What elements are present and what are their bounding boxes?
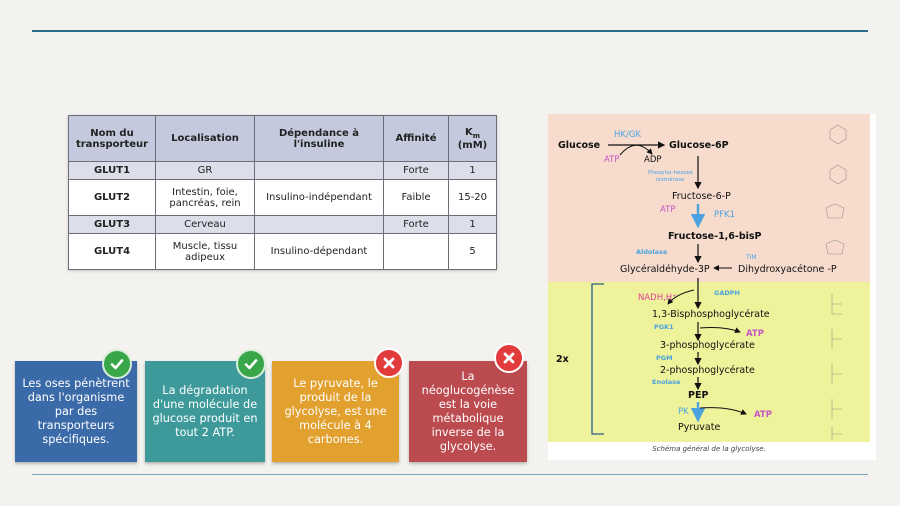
statement-text: La néoglucogénèse est la voie métaboliqu… bbox=[421, 369, 515, 453]
enzyme-gadph: GADPH bbox=[714, 289, 740, 297]
arrow-nadh bbox=[667, 289, 695, 305]
cross-icon bbox=[494, 343, 524, 373]
cell-affinity: Forte bbox=[383, 161, 449, 180]
label-multiplier: 2x bbox=[556, 354, 569, 365]
label-pyruvate: Pyruvate bbox=[678, 422, 720, 433]
cell-km: 5 bbox=[448, 233, 497, 270]
diagram-caption: Schéma général de la glycolyse. bbox=[652, 445, 766, 453]
header-name: Nom du transporteur bbox=[68, 115, 156, 162]
statement-card-4[interactable]: La néoglucogénèse est la voie métaboliqu… bbox=[409, 361, 527, 462]
top-divider bbox=[32, 30, 868, 32]
cell-affinity: Faible bbox=[383, 179, 449, 216]
cofactor-atp: ATP bbox=[746, 329, 764, 339]
enzyme-hk: HK/GK bbox=[614, 130, 641, 140]
cell-name: GLUT4 bbox=[68, 233, 156, 270]
table-row: GLUT2 Intestin, foie, pancréas, rein Ins… bbox=[68, 179, 497, 216]
cofactor-atp: ATP bbox=[660, 205, 675, 215]
statement-text: La dégradation d'une molécule de glucose… bbox=[152, 383, 258, 439]
cell-location: Muscle, tissu adipeux bbox=[155, 233, 255, 270]
label-g3p: Glycéraldéhyde-3P bbox=[620, 264, 710, 275]
cell-km: 1 bbox=[448, 161, 497, 180]
statement-text: Le pyruvate, le produit de la glycolyse,… bbox=[284, 376, 387, 446]
cell-affinity: Forte bbox=[383, 215, 449, 234]
cell-location: Intestin, foie, pancréas, rein bbox=[155, 179, 255, 216]
enzyme-pgi-2: isomérase bbox=[656, 176, 685, 183]
cell-name: GLUT2 bbox=[68, 179, 156, 216]
enzyme-pgi-1: Phospho-hexose bbox=[648, 170, 694, 176]
bracket bbox=[591, 283, 604, 435]
structure-formulas bbox=[825, 124, 847, 440]
glut-table: Nom du transporteur Localisation Dépenda… bbox=[68, 115, 497, 270]
arrow-atp-adp bbox=[619, 144, 653, 156]
label-pep: PEP bbox=[688, 390, 708, 401]
label-f16bp: Fructose-1,6-bisP bbox=[668, 231, 762, 242]
label-bpg13: 1,3-Bisphosphoglycérate bbox=[652, 309, 770, 320]
cell-location: GR bbox=[155, 161, 255, 180]
header-dependence: Dépendance à l'insuline bbox=[254, 115, 384, 162]
bottom-divider bbox=[32, 474, 868, 475]
enzyme-aldolase: Aldolase bbox=[636, 248, 668, 256]
cell-km: 15-20 bbox=[448, 179, 497, 216]
cell-dependence bbox=[254, 161, 384, 180]
label-dhap: Dihydroxyacétone -P bbox=[738, 264, 837, 275]
enzyme-enolase: Enolase bbox=[652, 378, 681, 386]
cell-km: 1 bbox=[448, 215, 497, 234]
hexose-phase-zone bbox=[548, 114, 870, 284]
table-header-row: Nom du transporteur Localisation Dépenda… bbox=[68, 115, 497, 162]
cofactor-atp: ATP bbox=[604, 155, 619, 165]
table-row: GLUT1 GR Forte 1 bbox=[68, 161, 497, 180]
glycolysis-diagram: Glucose HK/GK Glucose-6P ATP ADP Phospho… bbox=[548, 114, 876, 460]
statement-card-3[interactable]: Le pyruvate, le produit de la glycolyse,… bbox=[272, 361, 399, 462]
check-icon bbox=[102, 349, 132, 379]
glycolysis-pathway: Glucose HK/GK Glucose-6P ATP ADP Phospho… bbox=[556, 124, 847, 440]
label-f6p: Fructose-6-P bbox=[672, 191, 731, 202]
cell-name: GLUT1 bbox=[68, 161, 156, 180]
table-row: GLUT3 Cerveau Forte 1 bbox=[68, 215, 497, 234]
triose-phase-zone bbox=[548, 282, 870, 442]
cell-affinity bbox=[383, 233, 449, 270]
arrow-atp-out2 bbox=[699, 407, 747, 415]
enzyme-tim: TIM bbox=[745, 254, 757, 261]
label-pg3: 3-phosphoglycérate bbox=[660, 340, 755, 351]
enzyme-pfk: PFK1 bbox=[714, 210, 735, 220]
header-affinity: Affinité bbox=[383, 115, 449, 162]
label-pg2: 2-phosphoglycérate bbox=[660, 365, 755, 376]
table-row: GLUT4 Muscle, tissu adipeux Insulino-dép… bbox=[68, 233, 497, 270]
enzyme-pgk: PGK1 bbox=[654, 323, 674, 331]
cell-dependence: Insulino-indépendant bbox=[254, 179, 384, 216]
cross-icon bbox=[374, 348, 404, 378]
cell-name: GLUT3 bbox=[68, 215, 156, 234]
label-g6p: Glucose-6P bbox=[669, 140, 729, 151]
header-location: Localisation bbox=[155, 115, 255, 162]
cofactor-adp: ADP bbox=[644, 155, 662, 165]
cofactor-atp: ATP bbox=[754, 410, 772, 420]
arrow-atp-out bbox=[699, 327, 741, 334]
label-glucose: Glucose bbox=[558, 140, 600, 151]
cell-dependence bbox=[254, 215, 384, 234]
check-icon bbox=[236, 349, 266, 379]
header-km: Km (mM) bbox=[448, 115, 497, 162]
cell-location: Cerveau bbox=[155, 215, 255, 234]
cell-dependence: Insulino-dépendant bbox=[254, 233, 384, 270]
glut-table-panel: Nom du transporteur Localisation Dépenda… bbox=[68, 115, 497, 270]
statement-text: Les oses pénètrent dans l'organisme par … bbox=[22, 376, 130, 446]
enzyme-pk: PK bbox=[678, 407, 689, 417]
cofactor-nadh: NADH,H⁺ bbox=[638, 293, 677, 303]
enzyme-pgm: PGM bbox=[656, 354, 673, 362]
